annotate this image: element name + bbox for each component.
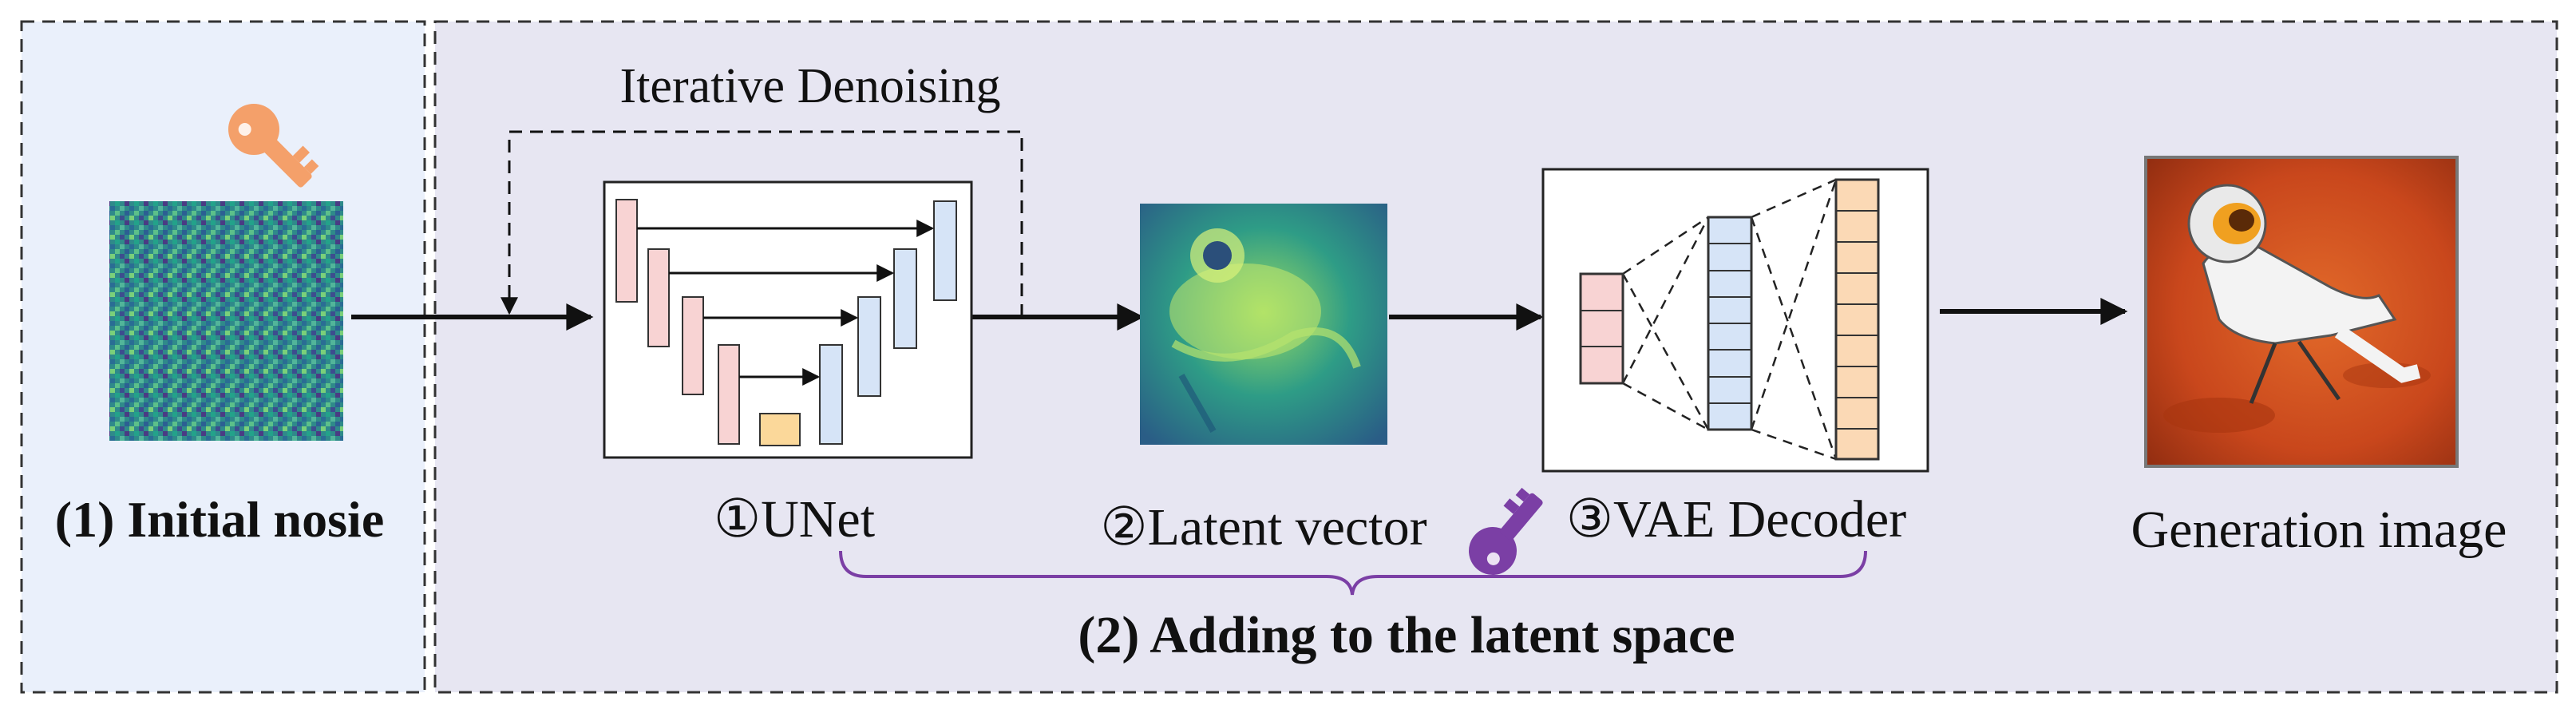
- loop-label: Iterative Denoising: [620, 59, 1001, 113]
- initial-noise-title: (1) Initial nosie: [55, 491, 384, 548]
- latent-space-title: (2) Adding to the latent space: [1078, 606, 1735, 664]
- vae-input-layer: [1579, 272, 1624, 385]
- unet-label: ①UNet: [714, 490, 875, 549]
- vae-decoder-block: [1541, 168, 1929, 473]
- key-icon: [1469, 487, 1543, 575]
- unet-decoder-layer: [857, 296, 881, 397]
- unet-encoder-layer: [718, 344, 740, 445]
- unet-block: [603, 180, 973, 459]
- vae-label: ③VAE Decoder: [1566, 490, 1906, 549]
- latent-space-brace: [839, 550, 1867, 596]
- key-icon: [228, 104, 319, 188]
- unet-decoder-layer: [933, 200, 957, 301]
- latent-vector-image: [1140, 204, 1387, 445]
- noise-image: [109, 201, 343, 441]
- latent-label: ②Latent vector: [1100, 498, 1426, 557]
- unet-decoder-layer: [819, 344, 843, 445]
- unet-decoder-layer: [893, 248, 917, 349]
- generation-image: [2144, 156, 2459, 468]
- unet-encoder-layer: [682, 296, 704, 395]
- unet-encoder-layer: [615, 199, 638, 303]
- unet-bottleneck: [759, 413, 801, 446]
- unet-encoder-layer: [647, 248, 670, 347]
- output-label: Generation image: [2131, 501, 2507, 559]
- denoising-loop-arrow: [501, 130, 1023, 317]
- vae-output-layer: [1834, 178, 1880, 461]
